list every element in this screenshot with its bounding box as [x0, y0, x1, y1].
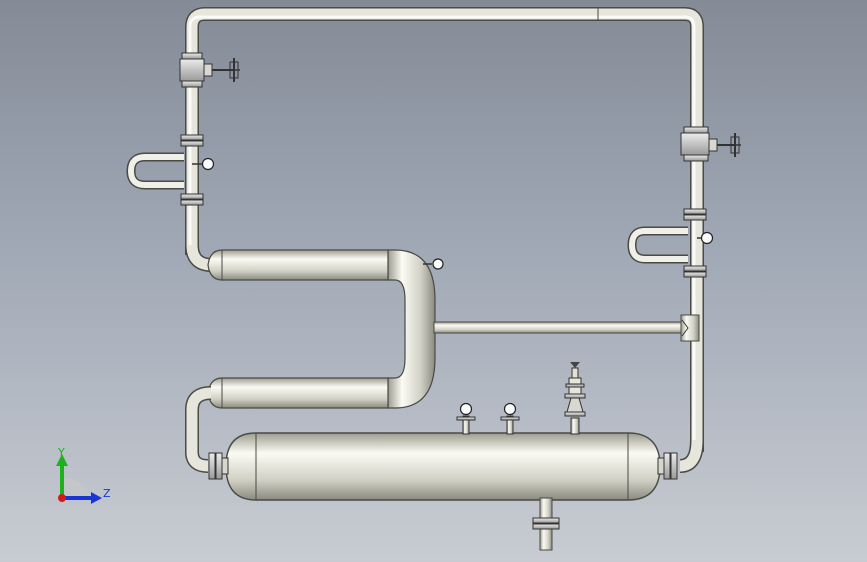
right-flange-upper: [683, 208, 707, 221]
right-riser-tee: [680, 314, 700, 342]
safety-valve-icon[interactable]: [564, 362, 586, 435]
left-flange-upper: [180, 134, 204, 147]
pressure-gauge-icon[interactable]: [192, 157, 215, 171]
z-axis-arrow: [62, 492, 102, 504]
y-axis-arrow: [56, 454, 68, 498]
top-loop-pipe: [185, 7, 704, 452]
left-u-bypass: [126, 152, 184, 190]
separator-left-nozzle-flange: [208, 452, 229, 480]
right-flange-lower: [683, 265, 707, 278]
right-bottom-elbow-pipe: [679, 439, 704, 473]
cross-connect-pipe: [433, 321, 683, 334]
separator-right-nozzle-flange: [657, 452, 678, 480]
triad-origin: [58, 494, 66, 502]
pressure-gauge-icon[interactable]: [456, 402, 476, 435]
pressure-gauge-icon[interactable]: [500, 402, 520, 435]
left-flange-lower: [180, 193, 204, 206]
lower-left-elbow-pipe: [185, 386, 212, 473]
hairpin-return-bend: [387, 249, 436, 409]
pressure-gauge-icon[interactable]: [697, 231, 714, 245]
right-u-bypass: [627, 226, 688, 264]
axis-triad: Y Z: [56, 446, 111, 504]
z-axis-label: Z: [103, 487, 111, 500]
separator-bottom-drain: [532, 497, 560, 551]
lower-exchanger-shell: [207, 377, 389, 409]
handwheel-icon[interactable]: [228, 58, 240, 82]
y-axis-label: Y: [57, 446, 65, 459]
right-gate-valve[interactable]: [680, 126, 741, 162]
pressure-gauge-icon[interactable]: [423, 258, 444, 270]
triad-plane: [64, 478, 90, 496]
left-gate-valve[interactable]: [179, 52, 240, 88]
handwheel-icon[interactable]: [729, 133, 741, 157]
upper-exchanger-shell: [207, 249, 389, 281]
separator-vessel: [225, 432, 661, 501]
